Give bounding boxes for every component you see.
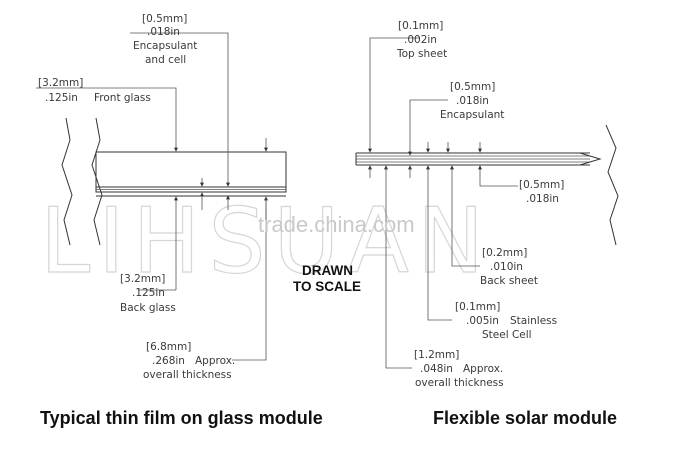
glass-left-break-line <box>61 117 73 246</box>
back-sheet-leader <box>450 165 480 267</box>
glass-overall-mm: [6.8mm] <box>146 341 191 353</box>
front-glass-mm: [3.2mm] <box>38 77 83 89</box>
steel-cell-inch: .005in <box>466 315 499 327</box>
encapsulant-mm: [0.5mm] <box>142 13 187 25</box>
top-sheet-leader <box>368 37 420 153</box>
flex-encapsulant-name: Encapsulant <box>440 109 504 121</box>
steel-cell-leader <box>426 165 452 321</box>
steel-cell-name-2: Steel Cell <box>482 329 532 341</box>
encapsulant-inch: .018in <box>147 26 180 38</box>
flex-right-end <box>579 152 602 166</box>
encapsulant-name-2: and cell <box>145 54 186 66</box>
front-glass-leader <box>36 87 178 152</box>
back-sheet-name: Back sheet <box>480 275 538 287</box>
glass-module-drawing <box>36 32 287 361</box>
flexible-module-drawing <box>355 37 619 369</box>
flex-encapsulant-inch: .018in <box>456 95 489 107</box>
flex-right-break-line <box>605 124 619 246</box>
overall-leader <box>232 196 268 361</box>
top-sheet-mm: [0.1mm] <box>398 20 443 32</box>
glass-left-break-line-2 <box>91 117 103 246</box>
glass-overall-name-2: overall thickness <box>143 369 232 381</box>
flex-encap-lower-mm: [0.5mm] <box>519 179 564 191</box>
glass-overall-inch: .268in <box>152 355 185 367</box>
top-sheet-name: Top sheet <box>396 48 447 60</box>
front-glass-inch: .125in <box>45 92 78 104</box>
flexible-module-title: Flexible solar module <box>433 408 617 428</box>
front-glass-name: Front glass <box>94 92 151 104</box>
front-glass-layer <box>95 151 287 188</box>
back-glass-inch: .125in <box>132 287 165 299</box>
flex-overall-inch: .048in <box>420 363 453 375</box>
encap-lower-leader <box>478 165 518 187</box>
watermark-logo: LIHSUAN <box>40 189 492 294</box>
back-glass-mm: [3.2mm] <box>120 273 165 285</box>
back-glass-name: Back glass <box>120 302 176 314</box>
encapsulant-leader <box>130 32 230 187</box>
steel-cell-name-1: Stainless <box>510 315 557 327</box>
flex-overall-leader <box>384 165 412 369</box>
drawn-label: DRAWN <box>302 263 353 278</box>
encapsulant-leader-flex <box>408 99 448 156</box>
back-sheet-inch: .010in <box>490 261 523 273</box>
encapsulant-name-1: Encapsulant <box>133 40 197 52</box>
flex-overall-name-1: Approx. <box>463 363 503 375</box>
top-sheet-inch: .002in <box>404 34 437 46</box>
back-sheet-mm: [0.2mm] <box>482 247 527 259</box>
steel-cell-mm: [0.1mm] <box>455 301 500 313</box>
flex-encapsulant-mm: [0.5mm] <box>450 81 495 93</box>
flex-overall-mm: [1.2mm] <box>414 349 459 361</box>
watermark-site: trade.china.com <box>258 212 415 237</box>
flex-overall-name-2: overall thickness <box>415 377 504 389</box>
glass-overall-name-1: Approx. <box>195 355 235 367</box>
flex-encap-lower-inch: .018in <box>526 193 559 205</box>
glass-module-title: Typical thin film on glass module <box>40 408 323 428</box>
to-scale-label: TO SCALE <box>293 279 361 294</box>
